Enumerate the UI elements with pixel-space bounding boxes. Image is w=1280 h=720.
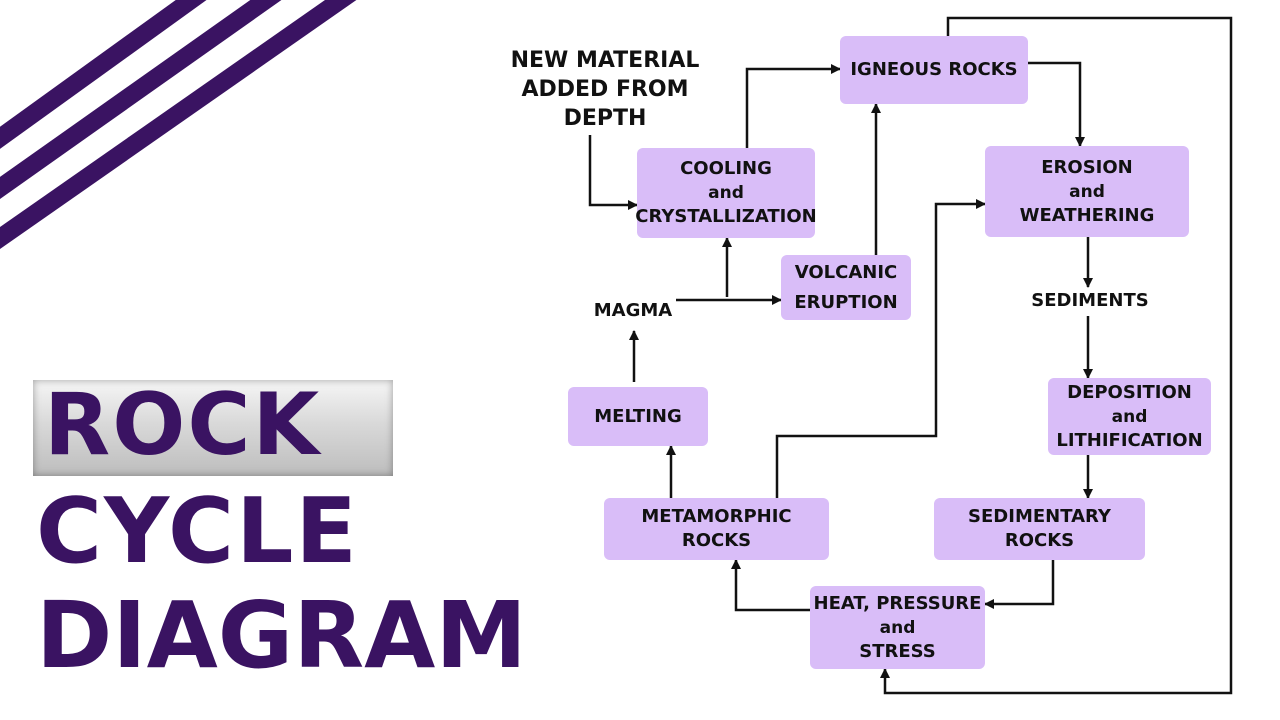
- title-rock: ROCK: [44, 375, 322, 475]
- node-sedimentary-label: SEDIMENTARY ROCKS: [968, 506, 1111, 551]
- label-new-material-line3: DEPTH: [563, 106, 647, 131]
- decorative-stripes: [0, 0, 357, 249]
- node-deposition-line2: and: [1111, 406, 1148, 427]
- arrow-cooling-to-igneous: [745, 64, 841, 148]
- node-cooling-line3: CRYSTALLIZATION: [635, 206, 817, 227]
- arrow-sedimentary-to-heat: [984, 560, 1055, 609]
- node-volcanic-line2: ERUPTION: [794, 291, 898, 313]
- node-igneous-rocks-label: IGNEOUS ROCKS: [850, 59, 1018, 80]
- node-erosion-weathering: EROSION and WEATHERING: [985, 146, 1189, 237]
- node-igneous-rocks: IGNEOUS ROCKS: [840, 36, 1028, 104]
- node-metamorphic-rocks: METAMORPHIC ROCKS: [604, 498, 829, 560]
- node-deposition-line1: DEPOSITION: [1067, 381, 1192, 403]
- label-new-material-line2: ADDED FROM: [521, 77, 689, 102]
- node-erosion-line3: WEATHERING: [1019, 204, 1155, 226]
- node-deposition-line3: LITHIFICATION: [1056, 429, 1203, 451]
- node-volcanic-eruption: VOLCANIC ERUPTION: [781, 255, 911, 320]
- node-sedimentary-rocks: SEDIMENTARY ROCKS: [934, 498, 1145, 560]
- stripe-3: [0, 0, 357, 249]
- arrow-metamorphic-to-erosion: [775, 199, 986, 498]
- node-erosion-line1: EROSION: [1041, 156, 1133, 178]
- node-volcanic-line1: VOLCANIC: [794, 261, 898, 283]
- node-melting-label: MELTING: [594, 405, 682, 427]
- arrow-igneous-to-erosion: [1028, 61, 1085, 147]
- title-cycle: CYCLE: [36, 479, 359, 584]
- node-heat-line1: HEAT, PRESSURE: [813, 592, 982, 614]
- node-cooling-line1: COOLING: [680, 158, 772, 179]
- node-cooling-line2: and: [708, 183, 744, 203]
- label-sediments: SEDIMENTS: [1031, 290, 1149, 311]
- arrow-igneous-loop-to-heat: [880, 16, 1233, 695]
- arrow-new-material-to-cooling: [588, 135, 638, 210]
- stripe-2: [0, 0, 282, 199]
- node-heat-line2: and: [879, 617, 916, 638]
- title-diagram: DIAGRAM: [36, 582, 527, 689]
- title-rock-background: [33, 380, 393, 476]
- node-deposition-lithification: DEPOSITION and LITHIFICATION: [1048, 378, 1211, 455]
- node-melting: MELTING: [568, 387, 708, 446]
- stripe-1: [0, 0, 207, 149]
- label-new-material: NEW MATERIAL ADDED FROM DEPTH: [500, 46, 710, 133]
- arrow-heat-to-metamorphic: [731, 559, 810, 612]
- node-metamorphic-label: METAMORPHIC ROCKS: [641, 506, 792, 551]
- node-heat-line3: STRESS: [859, 640, 936, 662]
- node-cooling-crystallization: COOLING and CRYSTALLIZATION: [635, 148, 817, 238]
- label-magma: MAGMA: [593, 300, 673, 321]
- arrows: [588, 16, 1233, 695]
- node-erosion-line2: and: [1069, 181, 1105, 202]
- node-heat-pressure-stress: HEAT, PRESSURE and STRESS: [810, 586, 985, 669]
- label-new-material-line1: NEW MATERIAL: [510, 48, 700, 73]
